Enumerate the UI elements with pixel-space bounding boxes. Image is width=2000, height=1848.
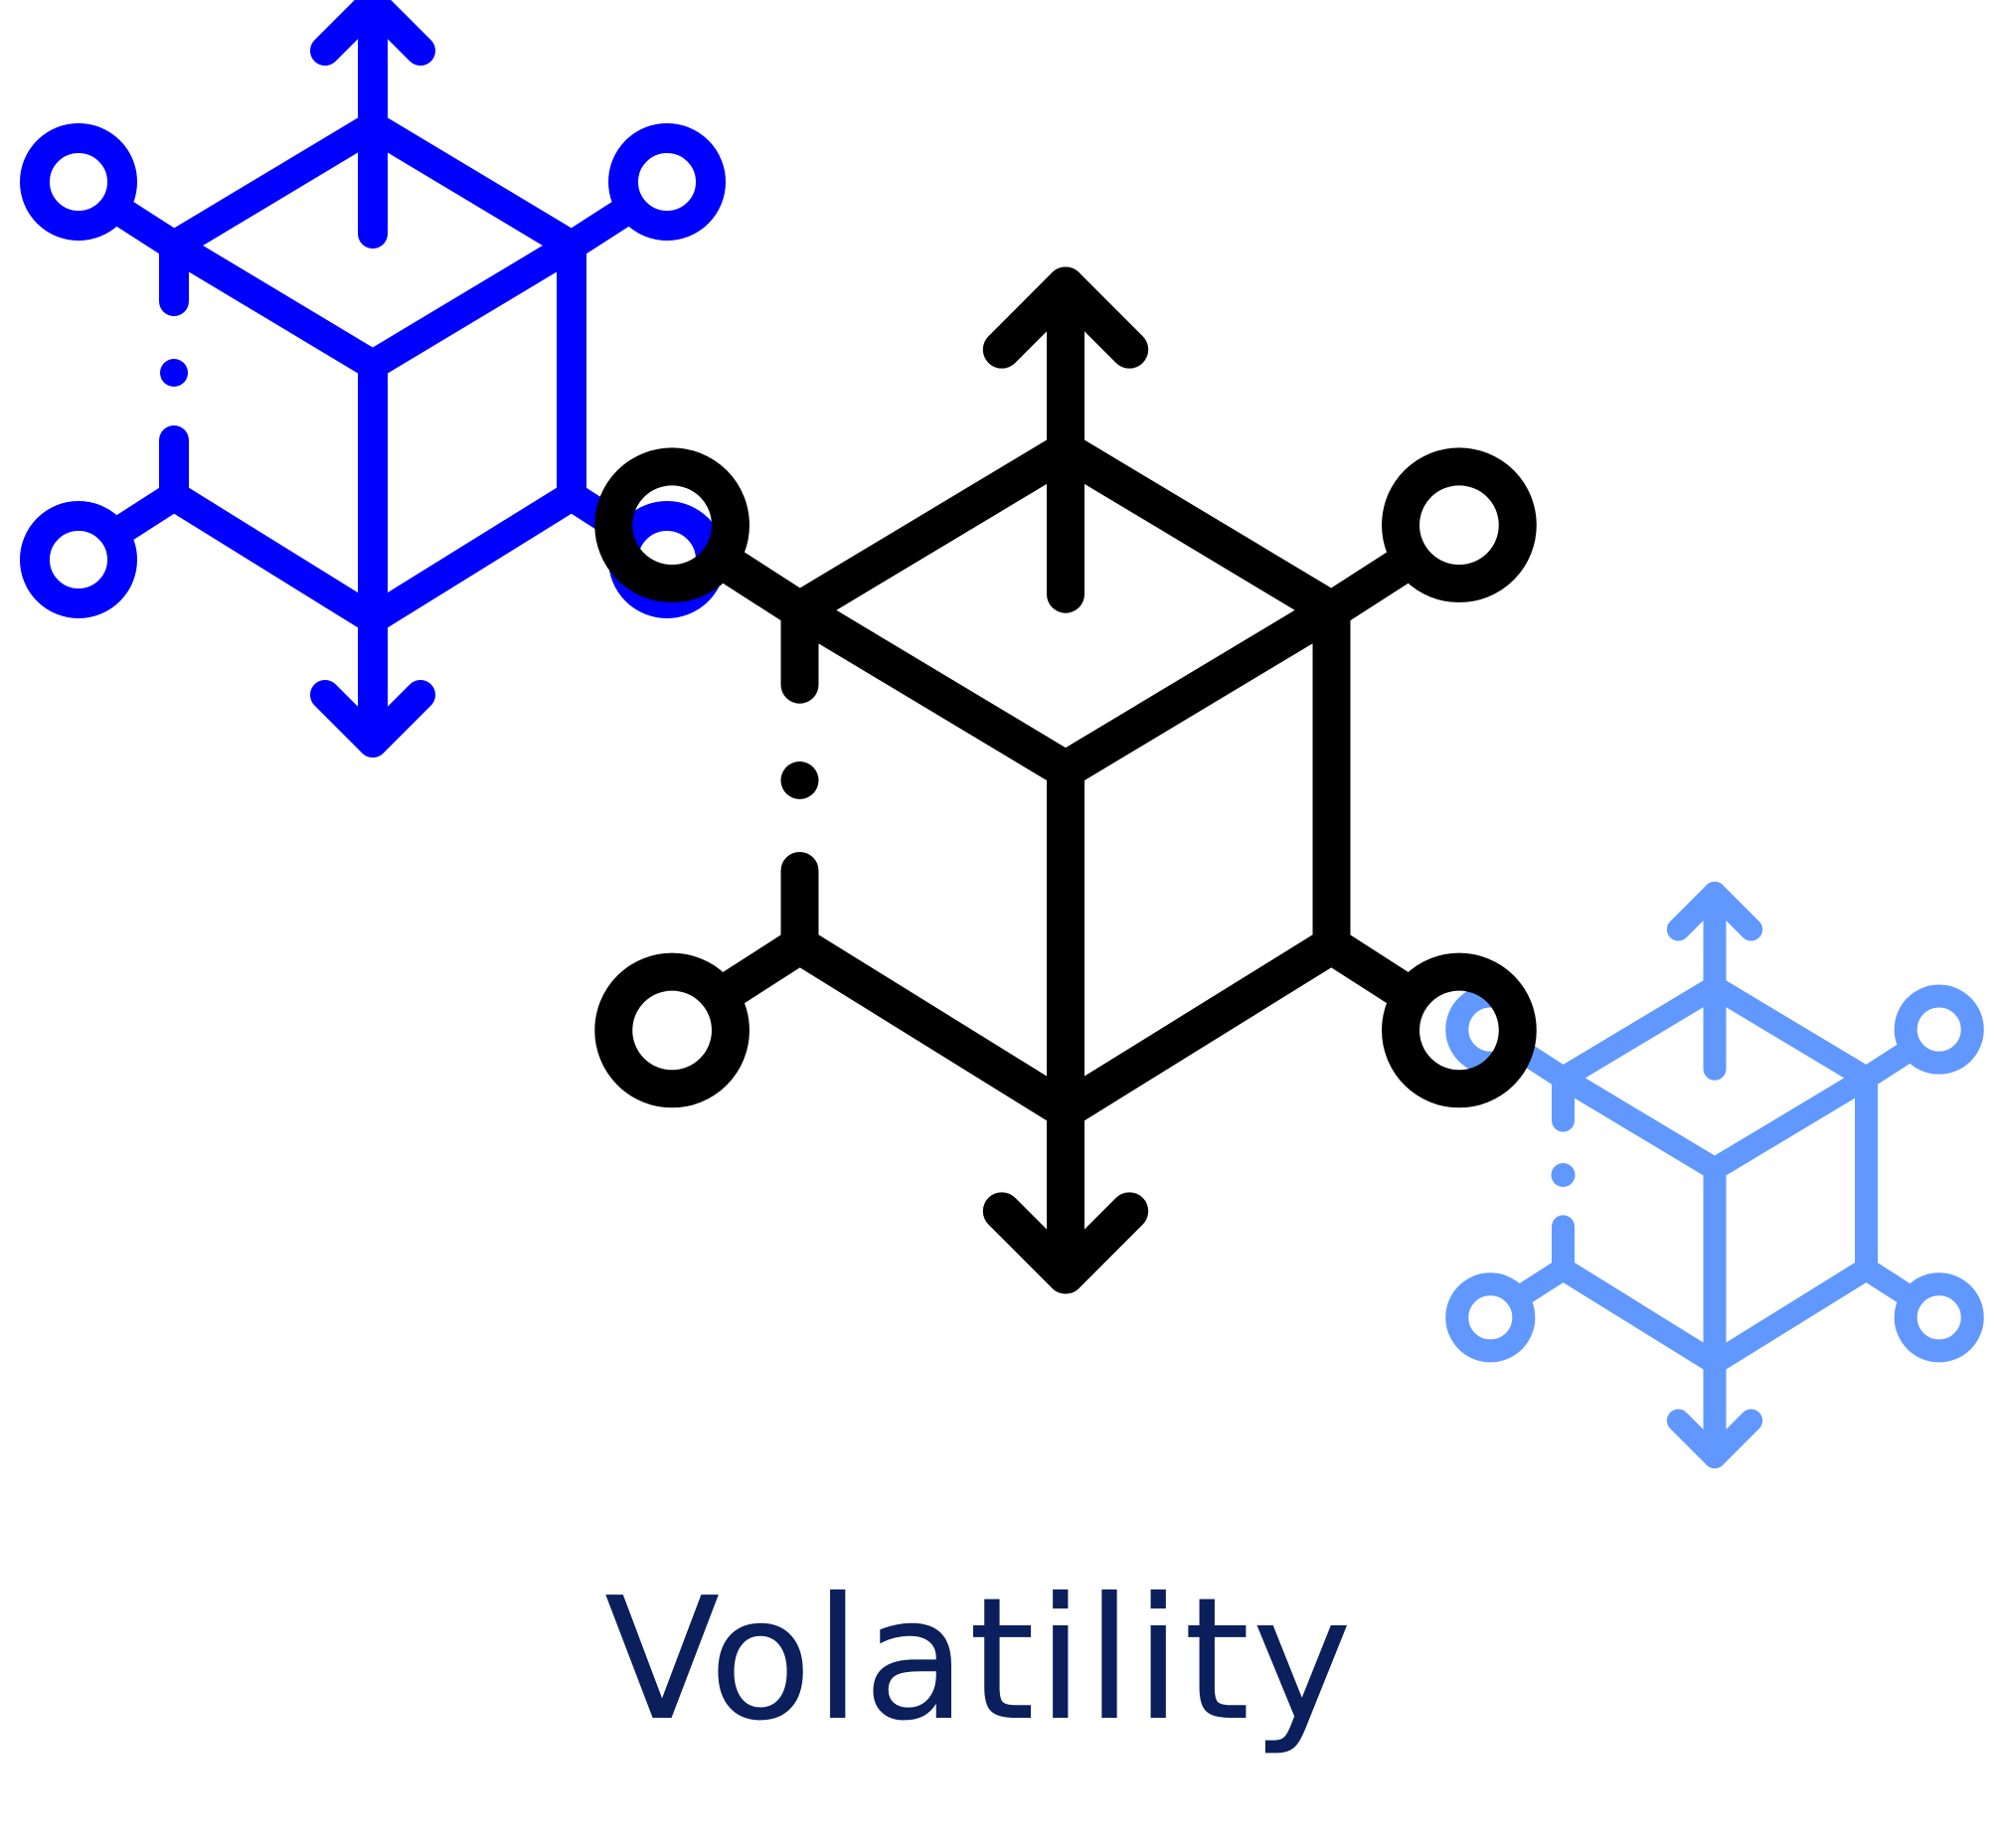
dot-mark <box>160 359 188 387</box>
caption-volatility: Volatility <box>603 1562 1355 1759</box>
blockchain-cube-icon-blue <box>35 3 711 743</box>
blockchain-cube-icon-large <box>613 285 1518 1274</box>
blockchain-cube-icon-light-blue <box>1457 893 1973 1456</box>
dot-mark <box>780 761 819 799</box>
dot-mark <box>1551 1163 1576 1187</box>
